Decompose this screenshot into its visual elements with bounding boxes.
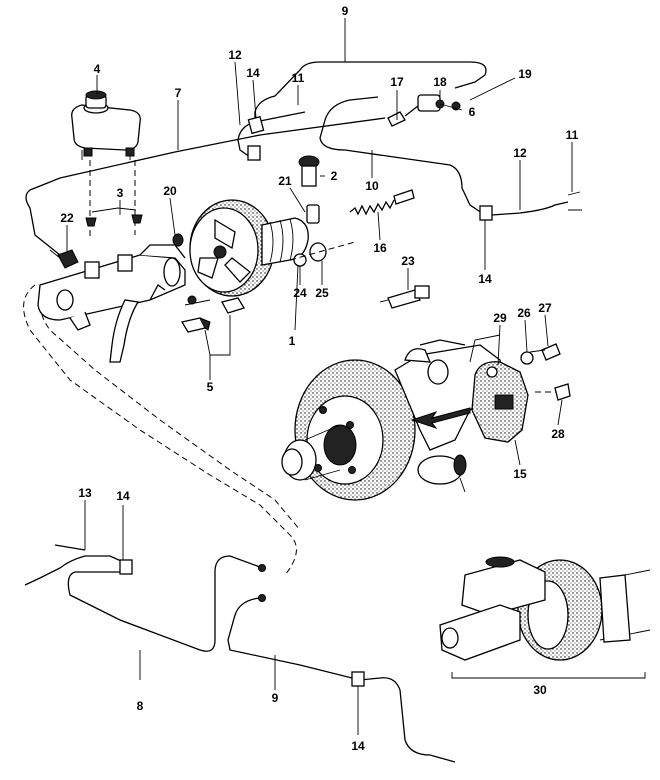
hidden-line-a <box>23 284 297 576</box>
callout-11-top: 11 <box>292 71 305 85</box>
callout-15: 15 <box>513 467 527 481</box>
callout-21: 21 <box>278 174 292 188</box>
master-cylinder <box>37 233 186 331</box>
callout-22: 22 <box>60 211 74 225</box>
fitting-22 <box>49 249 79 269</box>
callout-19: 19 <box>518 67 532 81</box>
callout-9-bottom: 9 <box>272 691 279 705</box>
brake-line-7 <box>25 117 386 256</box>
callout-5: 5 <box>207 380 214 394</box>
brake-booster <box>184 199 309 306</box>
callout-3: 3 <box>117 186 124 200</box>
callout-12-top: 12 <box>228 48 242 62</box>
callout-1: 1 <box>289 334 296 348</box>
callout-14-top: 14 <box>246 66 260 80</box>
brake-lines <box>23 61 582 763</box>
callout-23: 23 <box>401 254 415 268</box>
callout-4: 4 <box>94 62 101 76</box>
callout-24: 24 <box>293 286 307 300</box>
check-valve-21 <box>306 204 320 224</box>
grommets-3 <box>85 207 143 227</box>
direction-arrow <box>410 407 471 430</box>
nut-25 <box>309 242 327 262</box>
disc-brake-assembly <box>281 334 529 501</box>
callout-6: 6 <box>469 105 476 119</box>
brake-line-9-rear <box>227 597 456 763</box>
callout-10: 10 <box>365 179 379 193</box>
spring-16 <box>349 189 415 216</box>
callout-26: 26 <box>517 306 531 320</box>
brake-line-10 <box>319 96 486 216</box>
callout-29: 29 <box>493 311 507 325</box>
callout-12-right: 12 <box>513 146 527 160</box>
vacuum-fitting-2 <box>298 155 320 187</box>
callout-9-top: 9 <box>342 4 349 18</box>
brake-line-9-top <box>254 61 487 130</box>
callout-8: 8 <box>137 699 144 713</box>
callouts: 1 2 3 4 5 6 7 8 9 9 10 11 11 12 12 13 14… <box>60 4 578 753</box>
callout-14-rear-bottom: 14 <box>351 739 365 753</box>
bolt-27 <box>541 343 561 361</box>
callout-7: 7 <box>175 86 182 100</box>
brake-line-8 <box>24 555 261 652</box>
callout-14-right: 14 <box>478 272 492 286</box>
callout-20: 20 <box>163 184 177 198</box>
brake-fluid-reservoir <box>71 90 141 160</box>
callout-17: 17 <box>390 75 404 89</box>
vacuum-hose <box>109 299 140 363</box>
switch-23 <box>379 285 430 309</box>
bolt-28 <box>554 383 571 401</box>
callout-28: 28 <box>551 427 565 441</box>
hidden-line-b <box>40 294 301 531</box>
leader-lines <box>66 18 573 735</box>
clips-14 <box>119 115 493 687</box>
proportioning-valve <box>387 94 461 127</box>
callout-30: 30 <box>533 683 547 697</box>
inset-booster-assembly <box>439 556 651 679</box>
washer-26 <box>520 351 534 365</box>
callout-16: 16 <box>373 241 387 255</box>
callout-2: 2 <box>331 169 338 183</box>
callout-18: 18 <box>433 75 447 89</box>
callout-14-rear-left: 14 <box>116 489 130 503</box>
sensors-5 <box>180 297 245 356</box>
callout-11-right: 11 <box>566 128 579 142</box>
brake-hose-12-right <box>491 201 569 216</box>
callout-13: 13 <box>78 486 92 500</box>
callout-25: 25 <box>315 286 329 300</box>
callout-27: 27 <box>538 301 552 315</box>
